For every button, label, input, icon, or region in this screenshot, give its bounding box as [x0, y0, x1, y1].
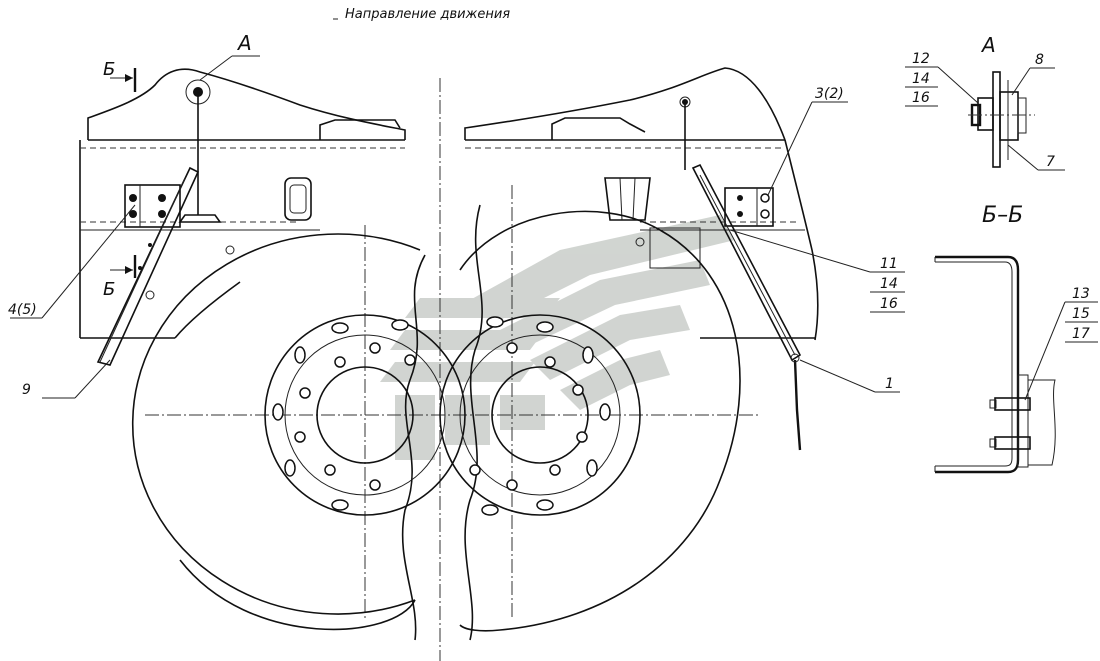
watermark-logo	[380, 215, 735, 460]
callout-16-right: 16	[880, 296, 898, 312]
view-a-leader	[199, 55, 233, 81]
callout-4-5: 4(5)	[8, 302, 37, 318]
left-wheel	[131, 233, 466, 631]
callout-1: 1	[885, 376, 894, 392]
right-wheel	[439, 210, 741, 632]
left-frame	[79, 68, 406, 339]
view-a-label: А	[236, 31, 252, 55]
callout-11: 11	[880, 256, 898, 272]
callout-15: 15	[1072, 306, 1090, 322]
callout-14-detail: 14	[912, 71, 930, 87]
section-bb-view	[934, 255, 1056, 474]
right-mudflap-bracket	[691, 163, 802, 451]
callout-3-2: 3(2)	[815, 86, 844, 102]
callout-14-right: 14	[880, 276, 898, 292]
callout-9: 9	[22, 382, 31, 398]
section-marker-top-label: Б	[103, 59, 115, 80]
section-marker-bottom-label: Б	[103, 279, 115, 300]
left-wheel-studs	[272, 319, 416, 511]
callout-8: 8	[1035, 52, 1044, 68]
callout-13: 13	[1072, 286, 1090, 302]
callout-7: 7	[1046, 154, 1055, 170]
section-markers	[110, 68, 137, 278]
right-wheel-studs	[469, 316, 611, 516]
left-mudflap-bracket	[96, 166, 200, 366]
callout-17: 17	[1072, 326, 1090, 342]
left-break-line	[401, 254, 426, 641]
callout-12: 12	[912, 51, 930, 67]
detail-a-view	[968, 71, 1035, 168]
detail-a-title: А	[980, 33, 996, 57]
callout-16-detail: 16	[912, 90, 930, 106]
section-bb-title: Б–Б	[982, 203, 1023, 228]
direction-caption: Направление движения	[345, 7, 510, 22]
callout-leaders	[10, 66, 1098, 401]
right-break-line	[464, 204, 483, 641]
